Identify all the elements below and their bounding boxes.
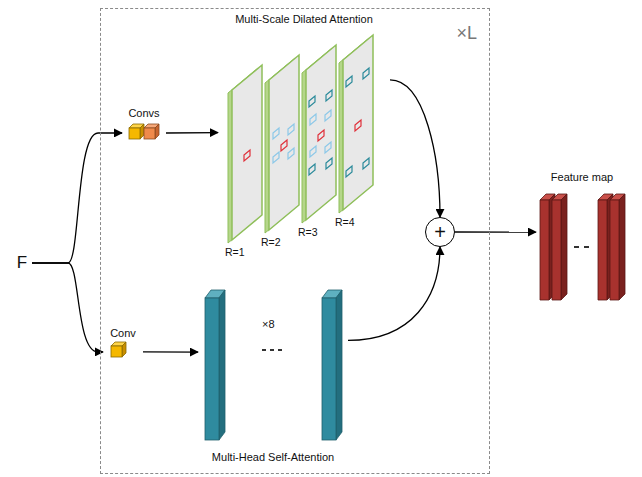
node-text: Conv [110, 327, 136, 340]
sample-point [346, 76, 352, 87]
dilation-rate: R=2 [261, 236, 281, 248]
sample-point [273, 152, 279, 163]
sample-point [318, 130, 324, 141]
feature-slabs [540, 194, 625, 300]
sample-point [326, 158, 332, 169]
flow-arrow [32, 263, 103, 352]
attention-heads [205, 290, 342, 440]
sample-point [309, 96, 315, 107]
conv-cubes [111, 124, 159, 357]
sample-point [363, 158, 369, 169]
flow-arrow [348, 247, 440, 340]
node-text: + [434, 221, 446, 244]
sample-point [325, 142, 331, 153]
node-text: Feature map [551, 171, 613, 184]
conv-block: Convs [122, 106, 166, 144]
sample-point [310, 146, 316, 157]
flow-arrow [32, 133, 122, 263]
flow-arrow [455, 231, 536, 232]
sample-point [273, 128, 279, 139]
sample-point [309, 164, 315, 175]
dilation-rate: R=4 [335, 216, 355, 228]
node-text: ×L [456, 23, 477, 44]
sample-point [326, 90, 332, 101]
feature-slab [540, 200, 549, 300]
dilated-maps [228, 35, 373, 243]
sum-circle: + [425, 217, 455, 247]
head-count: ×8 [262, 318, 275, 331]
feature-slab [598, 200, 607, 300]
input-label: F [12, 252, 32, 274]
flow-arrow [166, 132, 218, 134]
feature-slab [561, 194, 567, 300]
sample-point [346, 166, 352, 177]
self-attention-group: Multi-Head Self-Attention [198, 284, 348, 466]
sample-point [244, 150, 250, 161]
sample-point [281, 140, 287, 151]
flow-arrow [390, 80, 440, 217]
sample-point [363, 68, 369, 79]
sample-point [288, 148, 294, 159]
node-text: Multi-Scale Dilated Attention [235, 13, 373, 26]
node-text: F [17, 253, 27, 273]
repeat-region: ×L ConvsConv Multi-Scale Dilated Attention… [100, 8, 490, 474]
sample-point [310, 114, 316, 125]
feature-slab [552, 200, 561, 300]
node-text: Multi-Head Self-Attention [212, 451, 334, 464]
sample-point [355, 120, 361, 131]
dilation-rate: R=1 [225, 246, 245, 258]
dilation-rate: R=3 [298, 226, 318, 238]
conv-block: Conv [103, 326, 143, 362]
node-text: Convs [128, 107, 159, 120]
dilated-attention-group: Multi-Scale Dilated Attention [218, 12, 390, 258]
feature-slab [619, 194, 625, 300]
feature-map-group: Feature map [536, 170, 628, 302]
flow-arrow [143, 351, 198, 352]
sample-point [325, 110, 331, 121]
dilation-samples [244, 68, 369, 177]
feature-slab [610, 200, 619, 300]
sample-point [288, 124, 294, 135]
